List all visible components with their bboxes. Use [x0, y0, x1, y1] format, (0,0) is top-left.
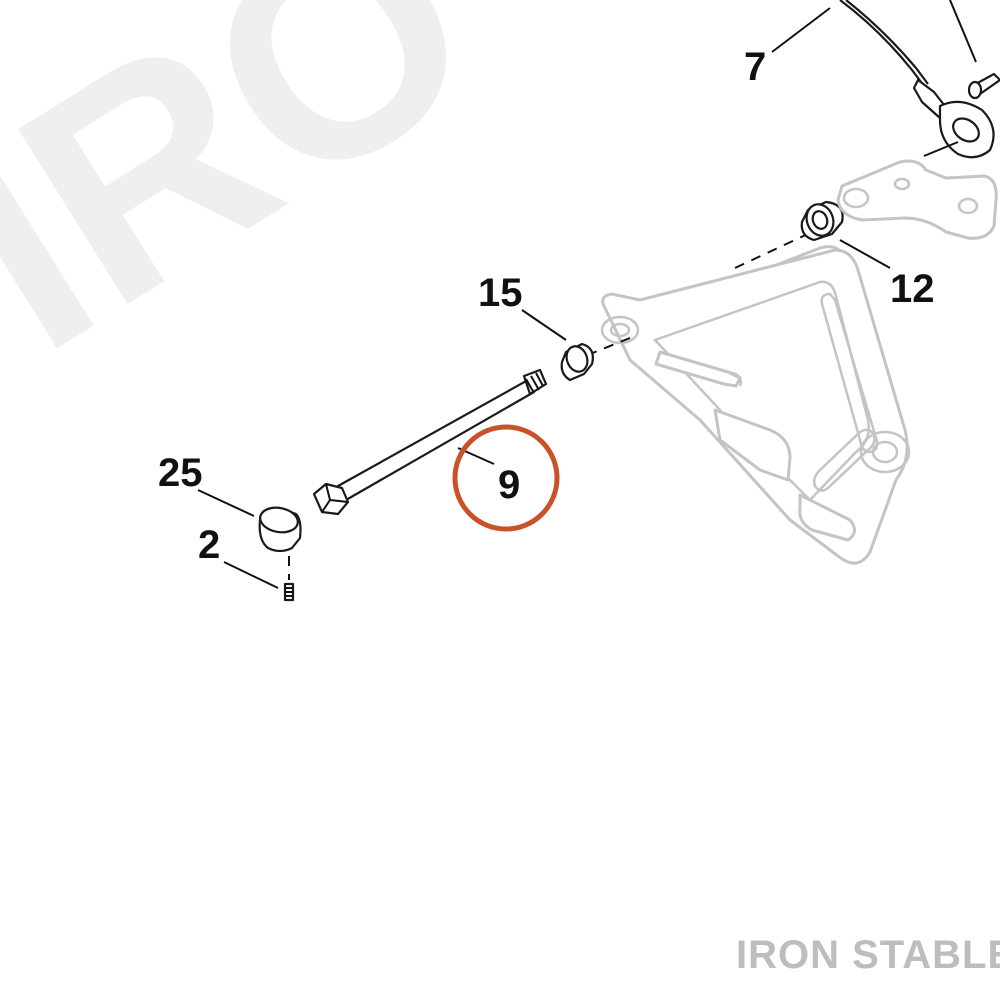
- cap-25: [258, 506, 302, 553]
- leader-7: [771, 7, 831, 53]
- leader-15: [521, 309, 567, 341]
- axis-line-15: [589, 337, 631, 355]
- callout-9: 9: [498, 463, 520, 507]
- axis-line-12: [734, 231, 813, 269]
- screw-top-right: [967, 72, 1000, 100]
- callout-12: 12: [890, 267, 935, 311]
- leader-2: [223, 561, 279, 589]
- leader-12: [839, 239, 891, 269]
- axle-shaft-9: [312, 368, 548, 516]
- callout-2: 2: [198, 523, 220, 567]
- brand-logo-text: IRON STABLE: [736, 933, 1000, 977]
- callout-25: 25: [158, 451, 203, 495]
- caliper-bracket: [836, 159, 998, 240]
- bearing-12: [800, 200, 844, 242]
- swingarm-frame: [600, 245, 911, 565]
- leader-screw: [949, 0, 977, 63]
- callout-7: 7: [744, 45, 766, 89]
- highlight-circle-9: [452, 424, 560, 532]
- set-screw-2: [283, 582, 295, 602]
- leader-25: [197, 489, 255, 517]
- background-watermark: IRO: [0, 0, 526, 413]
- callout-15: 15: [478, 271, 523, 315]
- sensor-cable-7: [839, 0, 995, 159]
- sleeve-15: [560, 342, 594, 382]
